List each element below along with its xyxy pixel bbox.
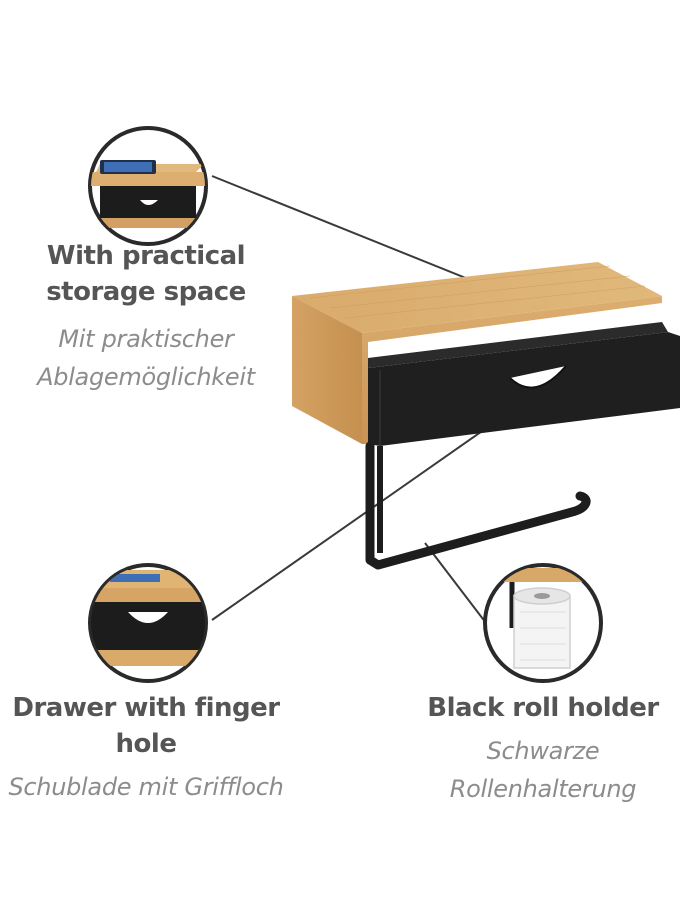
feature-storage-title: With practical storage space bbox=[46, 241, 246, 307]
feature-storage-subtitle: Mit praktischer Ablagemöglichkeit bbox=[37, 325, 255, 391]
shelf-side bbox=[292, 296, 362, 444]
drawer-detail-circle bbox=[88, 563, 208, 683]
roll-holder-bar bbox=[365, 441, 591, 570]
shelf-top bbox=[292, 262, 662, 333]
callout-line-storage bbox=[211, 175, 509, 296]
feature-holder-subtitle: Schwarze Rollenhalterung bbox=[449, 737, 637, 803]
storage-detail-circle bbox=[88, 126, 208, 246]
feature-drawer-subtitle: Schublade mit Griffloch bbox=[8, 773, 284, 801]
smartphone-icon bbox=[100, 160, 156, 174]
drawer-front bbox=[368, 332, 680, 446]
drawer-top-rim bbox=[368, 322, 668, 368]
feature-holder: Black roll holder Schwarze Rollenhalteru… bbox=[418, 690, 668, 808]
toilet-paper-roll-icon bbox=[513, 587, 571, 669]
callout-line-holder bbox=[424, 542, 487, 624]
feature-drawer: Drawer with finger hole Schublade mit Gr… bbox=[0, 690, 292, 806]
drawer-finger-hole bbox=[509, 365, 567, 389]
shelf-product bbox=[292, 262, 680, 570]
feature-storage: With practical storage space Mit praktis… bbox=[0, 238, 292, 396]
feature-holder-title: Black roll holder bbox=[427, 693, 659, 723]
feature-drawer-title: Drawer with finger hole bbox=[12, 693, 280, 759]
roll-holder-detail-circle bbox=[483, 563, 603, 683]
